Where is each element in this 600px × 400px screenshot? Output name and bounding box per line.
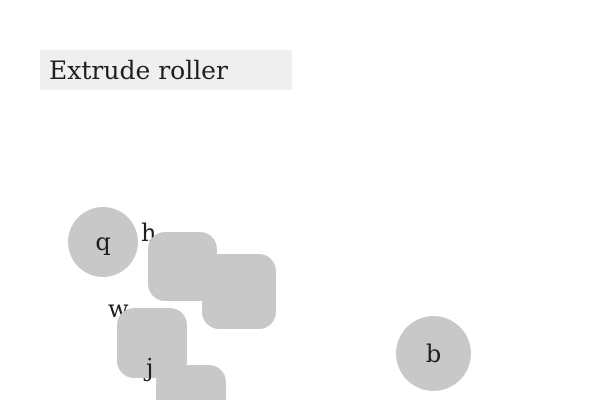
rounded-block-4[interactable] (156, 365, 226, 400)
circle-token-q-label: q (95, 228, 111, 256)
floating-letter-j: j (146, 354, 154, 382)
circle-token-b[interactable]: b (396, 316, 471, 391)
circle-token-q[interactable]: q (68, 207, 138, 277)
page-title: Extrude roller (49, 55, 228, 85)
rounded-block-2[interactable] (202, 254, 276, 329)
circle-token-b-label: b (425, 339, 442, 368)
title-bar: Extrude roller (40, 50, 292, 90)
